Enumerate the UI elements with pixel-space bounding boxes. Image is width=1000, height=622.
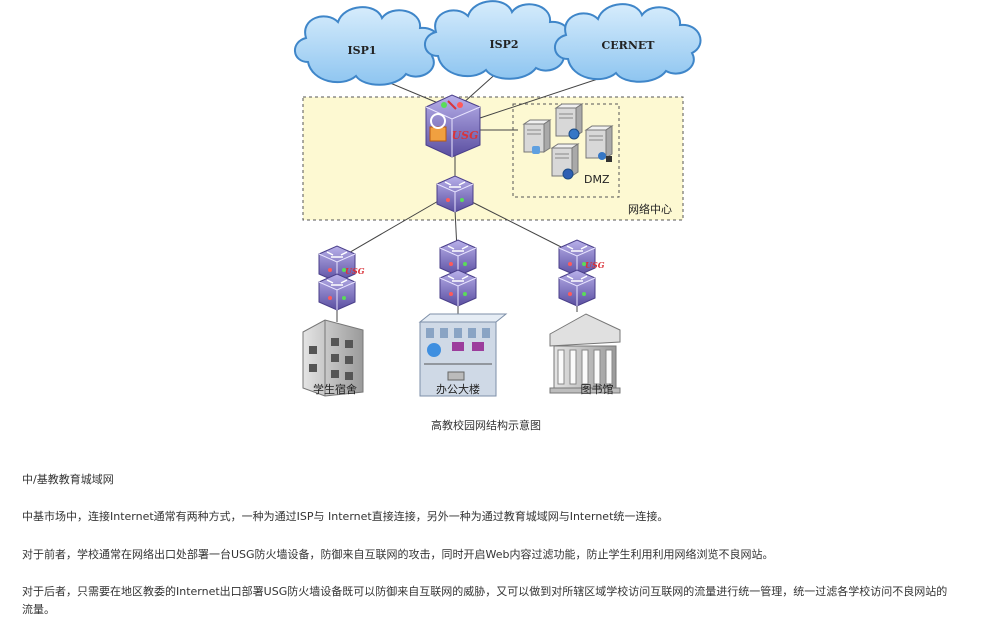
usg-label: USG [452, 129, 479, 142]
library-switch [558, 269, 596, 307]
office-building [418, 313, 508, 397]
cloud-cernet: CERNET [553, 3, 702, 83]
network-diagram: ISP1 ISP2 CERNET USG DMZ 网络中心 USG [293, 0, 702, 397]
paragraph-3: 对于后者，只需要在地区教委的Internet出口部署USG防火墙设备既可以防御来… [22, 585, 948, 616]
section-heading: 中/基教教育城域网 [22, 473, 114, 486]
svg-text:USG: USG [345, 266, 365, 276]
building-label-library: 图书馆 [581, 382, 614, 396]
library-building [549, 313, 621, 394]
building-label-dormitory: 学生宿舍 [313, 382, 357, 396]
usg-firewall: USG [425, 94, 481, 158]
dorm-usg-device: USG [318, 245, 365, 283]
network-center-label: 网络中心 [628, 202, 672, 216]
network-center-zone [302, 96, 684, 221]
svg-text:USG: USG [585, 260, 605, 270]
building-label-office: 办公大楼 [436, 382, 480, 396]
paragraph-1: 中基市场中，连接Internet通常有两种方式，一种为通过ISP与 Intern… [22, 510, 669, 523]
library-usg-device: USG [558, 239, 605, 277]
cloud-label-isp2: ISP2 [489, 38, 518, 51]
dmz-zone [512, 103, 620, 198]
figure-caption: 高教校园网结构示意图 [431, 419, 541, 432]
dormitory-building [302, 319, 364, 397]
paragraph-2: 对于前者，学校通常在网络出口处部署一台USG防火墙设备，防御来自互联网的攻击，同… [22, 548, 774, 561]
core-switch [436, 175, 474, 213]
cloud-label-isp1: ISP1 [347, 44, 376, 57]
dorm-switch [318, 273, 356, 311]
cloud-label-cernet: CERNET [602, 39, 656, 52]
dmz-label: DMZ [584, 173, 610, 186]
cloud-isp2: ISP2 [423, 0, 572, 80]
office-switch [439, 269, 477, 307]
cloud-isp1: ISP1 [293, 6, 442, 86]
dmz-servers [523, 103, 613, 180]
